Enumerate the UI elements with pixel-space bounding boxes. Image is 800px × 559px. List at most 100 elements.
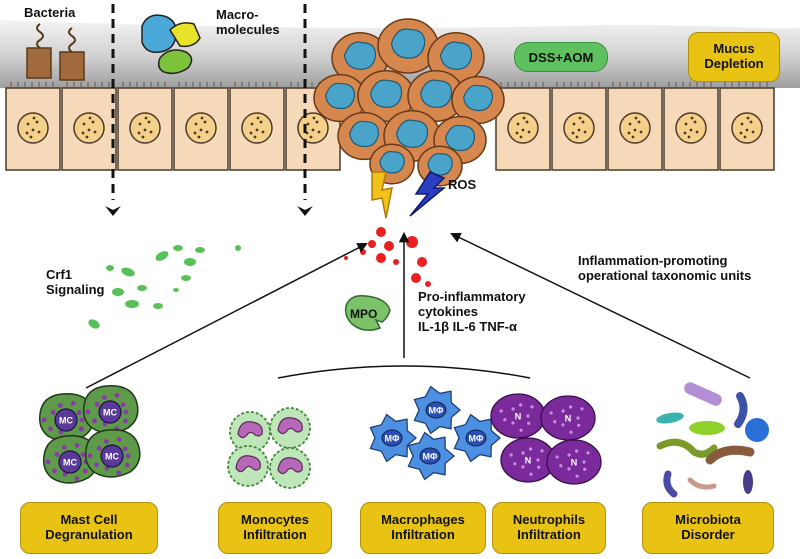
cytokines-label-line3: IL-1β IL-6 TNF-α <box>418 318 517 334</box>
macrophage-nucleus <box>381 429 403 447</box>
cell-nucleus <box>507 112 539 144</box>
mast-cell-mark: MC <box>103 408 117 418</box>
macrophage-cell: MΦ <box>407 431 456 481</box>
epithelial-cell <box>719 82 775 171</box>
mucus-depletion-line1: Mucus <box>713 41 755 57</box>
mpo-shape <box>344 294 391 331</box>
macrophage-cell: MΦ <box>413 385 462 435</box>
epithelial-cell <box>117 82 173 171</box>
epithelial-cell <box>663 82 719 171</box>
macrophage-nucleus <box>465 429 487 447</box>
mpo-label: MPO <box>350 307 378 321</box>
cell-nucleus <box>73 112 105 144</box>
cell-nucleus <box>241 112 273 144</box>
mast-nucleus <box>100 444 124 468</box>
neutrophil-mark: N <box>515 412 522 422</box>
macromolecules-label-line2: molecules <box>216 21 280 37</box>
mast-nucleus <box>54 408 78 432</box>
macrophage-mark: MΦ <box>385 434 400 444</box>
crf1-particles <box>88 245 241 329</box>
monocyte-cell <box>269 447 311 489</box>
mast-cell: MC <box>82 385 139 434</box>
mast-nucleus <box>98 400 122 424</box>
tumor-nucleus <box>349 120 379 148</box>
tumor-nucleus <box>439 41 473 70</box>
tumor-nucleus <box>325 82 355 110</box>
mast-cells: MC MC MC MC <box>38 385 141 484</box>
tumor-cell <box>377 18 439 74</box>
mast-cell-mark: MC <box>105 452 119 462</box>
cytokines-label: Pro-inflammatory cytokines IL-1β IL-6 TN… <box>418 289 526 335</box>
translocation-arrows <box>105 4 313 216</box>
monocyte-cell <box>269 407 311 449</box>
pill-1-line2: Infiltration <box>243 527 307 542</box>
pill-0-line1: Mast Cell <box>60 512 118 528</box>
mucus-depletion-badge: Mucus Depletion <box>688 32 780 82</box>
otu-label: Inflammation-promoting operational taxon… <box>578 253 752 284</box>
dss-aom-badge: DSS+AOM <box>514 42 608 72</box>
tumor-cell <box>337 111 391 161</box>
epithelial-cell <box>173 82 229 171</box>
otu-label-line1: Inflammation-promoting <box>578 253 728 268</box>
cell-nucleus <box>563 112 595 144</box>
epithelial-cell <box>607 82 663 171</box>
macromolecules-label: Macro- molecules <box>216 7 280 38</box>
pill-3-line2: Infiltration <box>517 527 581 542</box>
cell-nucleus <box>17 112 49 144</box>
bacteria-icon <box>26 23 85 81</box>
tumor-cluster <box>313 18 505 187</box>
monocyte-nucleus <box>235 455 261 473</box>
pill-4-line1: Microbiota <box>675 512 741 528</box>
epithelial-cell <box>61 82 117 171</box>
tumor-cell <box>331 32 389 84</box>
signal-arrows <box>85 231 751 389</box>
tumor-nucleus <box>463 84 493 112</box>
monocyte-nucleus <box>277 457 303 475</box>
pill-1-line1: Monocytes <box>241 512 309 528</box>
neutrophil-cell: N <box>540 395 596 441</box>
cell-nucleus <box>129 112 161 144</box>
crf1-label-line1: Crf1 <box>46 267 73 282</box>
mast-cell: MC <box>42 435 99 484</box>
tumor-nucleus <box>419 79 453 108</box>
tumor-nucleus <box>395 119 429 148</box>
mast-nucleus <box>58 450 82 474</box>
tumor-cell <box>357 70 415 122</box>
macrophage-mark: MΦ <box>429 406 444 416</box>
macrophage-cell: MΦ <box>453 413 502 463</box>
ros-label: ROS <box>448 177 477 192</box>
epithelial-cell <box>551 82 607 171</box>
cell-nucleus <box>731 112 763 144</box>
ros-lightning-icon <box>409 171 447 217</box>
macromolecules-icon <box>141 14 201 75</box>
pill-2-line2: Infiltration <box>391 527 455 542</box>
bacteria-label: Bacteria <box>24 5 76 20</box>
mast-cell-mark: MC <box>59 416 73 426</box>
macrophage-nucleus <box>425 401 447 419</box>
microbiota-icon <box>656 382 769 498</box>
tumor-nucleus <box>427 152 453 176</box>
tumor-nucleus <box>369 79 403 108</box>
tumor-nucleus <box>445 124 475 152</box>
pill-4-line2: Disorder <box>681 527 735 542</box>
pill-0-line2: Degranulation <box>45 527 133 542</box>
otu-label-line2: operational taxonomic units <box>578 267 752 283</box>
lightning-yellow-icon <box>371 171 393 219</box>
tumor-cell <box>407 70 465 122</box>
pill-2-line1: Macrophages <box>381 512 465 528</box>
monocyte-cell <box>227 445 269 487</box>
crf1-label: Crf1 Signaling <box>46 267 105 298</box>
blood-droplets <box>344 227 431 287</box>
monocyte-cells <box>227 407 311 489</box>
mast-cell-mark: MC <box>63 458 77 468</box>
monocyte-nucleus <box>277 417 303 435</box>
crf1-label-line2: Signaling <box>46 281 105 297</box>
mast-cell: MC <box>84 429 141 478</box>
